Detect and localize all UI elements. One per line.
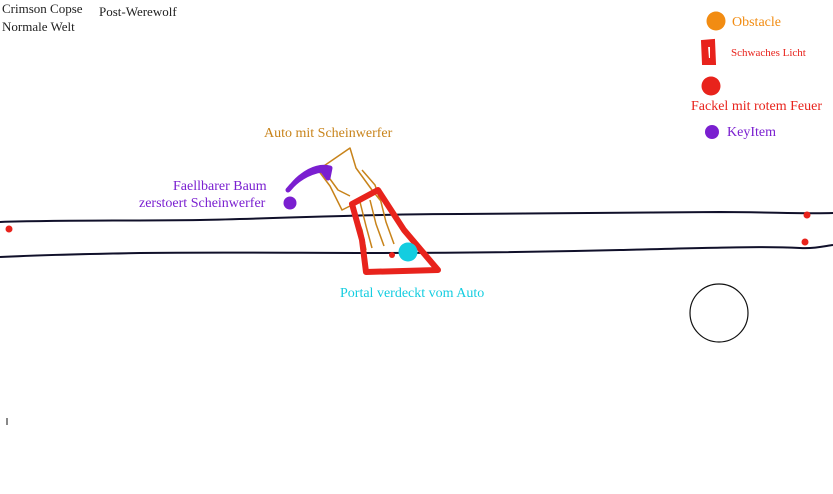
- legend-torch-label: Fackel mit rotem Feuer: [691, 99, 823, 114]
- road-lower-edge: [0, 244, 833, 258]
- car-annotation: Auto mit Scheinwerfer: [264, 126, 393, 141]
- key-item-marker: [283, 196, 297, 210]
- portal-annotation: Portal verdeckt vom Auto: [340, 286, 485, 301]
- obstacle-outline-circle: [689, 283, 749, 343]
- portal-marker: [398, 242, 418, 262]
- tree-annotation-line1: Faellbarer Baum: [173, 179, 267, 194]
- legend-obstacle-swatch: [706, 11, 726, 31]
- legend-weak-light-label: Schwaches Licht: [731, 47, 806, 59]
- legend-weak-light-swatch: [700, 38, 717, 65]
- fallable-tree-stroke: [285, 164, 333, 193]
- road-upper-edge: [0, 210, 833, 223]
- legend-torch-swatch: [701, 76, 721, 96]
- world-state-label: Normale Welt: [2, 19, 75, 34]
- area-name: Crimson Copse: [2, 1, 83, 16]
- weak-light-outline: [349, 187, 441, 275]
- phase-label: Post-Werewolf: [99, 4, 177, 19]
- torch-marker-left: [5, 225, 13, 233]
- tree-annotation-line2: zerstoert Scheinwerfer: [139, 196, 266, 211]
- legend-key-item-label: KeyItem: [727, 125, 776, 140]
- torch-marker-right-top: [803, 211, 811, 219]
- torch-marker-right-bottom: [801, 238, 809, 246]
- legend-obstacle-label: Obstacle: [732, 15, 781, 30]
- torch-marker-car: [389, 252, 395, 258]
- legend-key-item-swatch: [705, 125, 719, 139]
